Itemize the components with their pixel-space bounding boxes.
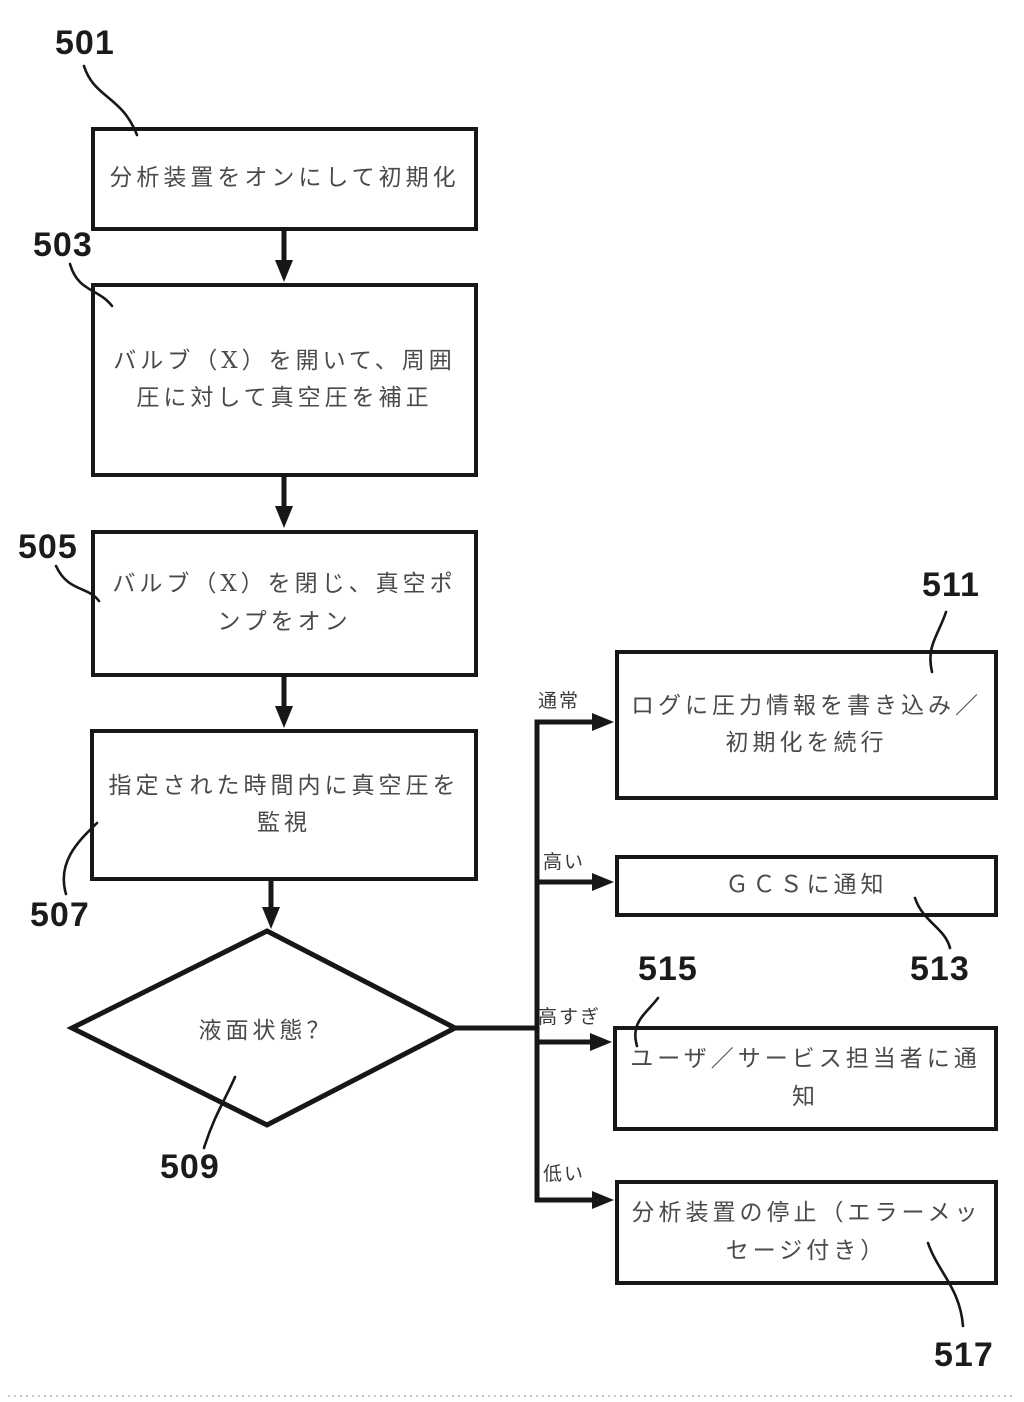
- arrowhead-right-511: [592, 713, 614, 731]
- ref-label-503: 503: [33, 226, 93, 264]
- leader-line-501: [82, 64, 139, 137]
- process-box-515: ユーザ／サービス担当者に通知: [613, 1026, 998, 1131]
- branch-label-too-high: 高すぎ: [538, 1006, 602, 1028]
- ref-label-501: 501: [55, 24, 115, 62]
- leader-line-509: [202, 1075, 237, 1150]
- branch-label-normal: 通常: [538, 690, 581, 712]
- ref-label-509: 509: [160, 1148, 220, 1186]
- ref-label-517: 517: [934, 1336, 994, 1374]
- arrowhead-down-505: [275, 506, 293, 528]
- process-box-501-text: 分析装置をオンにして初期化: [109, 165, 460, 192]
- process-box-513-text: ＧＣＳに通知: [725, 872, 888, 899]
- process-box-503: バルブ（X）を開いて、周囲圧に対して真空圧を補正: [91, 283, 478, 477]
- process-box-505: バルブ（X）を閉じ、真空ポンプをオン: [91, 530, 478, 677]
- ref-label-507: 507: [30, 896, 90, 934]
- arrowhead-right-517: [592, 1191, 614, 1209]
- ref-label-511: 511: [922, 566, 980, 604]
- process-box-503-text: バルブ（X）を開いて、周囲圧に対して真空圧を補正: [113, 347, 456, 411]
- process-box-513: ＧＣＳに通知: [615, 855, 998, 917]
- arrowhead-down-507: [275, 706, 293, 728]
- arrowhead-down-509: [262, 907, 280, 929]
- process-box-511-text: ログに圧力情報を書き込み／初期化を続行: [631, 692, 982, 756]
- decision-509-text: 液面状態？: [198, 1018, 334, 1044]
- ref-label-515: 515: [638, 950, 698, 988]
- branch-label-low: 低い: [543, 1163, 586, 1185]
- process-box-515-text: ユーザ／サービス担当者に通知: [630, 1046, 981, 1110]
- process-box-505-text: バルブ（X）を閉じ、真空ポンプをオン: [112, 571, 457, 635]
- branch-label-high: 高い: [543, 851, 586, 873]
- process-box-507: 指定された時間内に真空圧を監視: [90, 729, 478, 881]
- arrowhead-down-503: [275, 260, 293, 282]
- arrowhead-right-513: [592, 873, 614, 891]
- arrowhead-right-515: [590, 1033, 612, 1051]
- process-box-517: 分析装置の停止（エラーメッセージ付き）: [615, 1180, 998, 1285]
- process-box-517-text: 分析装置の停止（エラーメッセージ付き）: [631, 1200, 982, 1264]
- process-box-507-text: 指定された時間内に真空圧を監視: [108, 772, 460, 836]
- ref-label-505: 505: [18, 528, 78, 566]
- ref-label-513: 513: [910, 950, 970, 988]
- process-box-511: ログに圧力情報を書き込み／初期化を続行: [615, 650, 998, 800]
- process-box-501: 分析装置をオンにして初期化: [91, 127, 478, 231]
